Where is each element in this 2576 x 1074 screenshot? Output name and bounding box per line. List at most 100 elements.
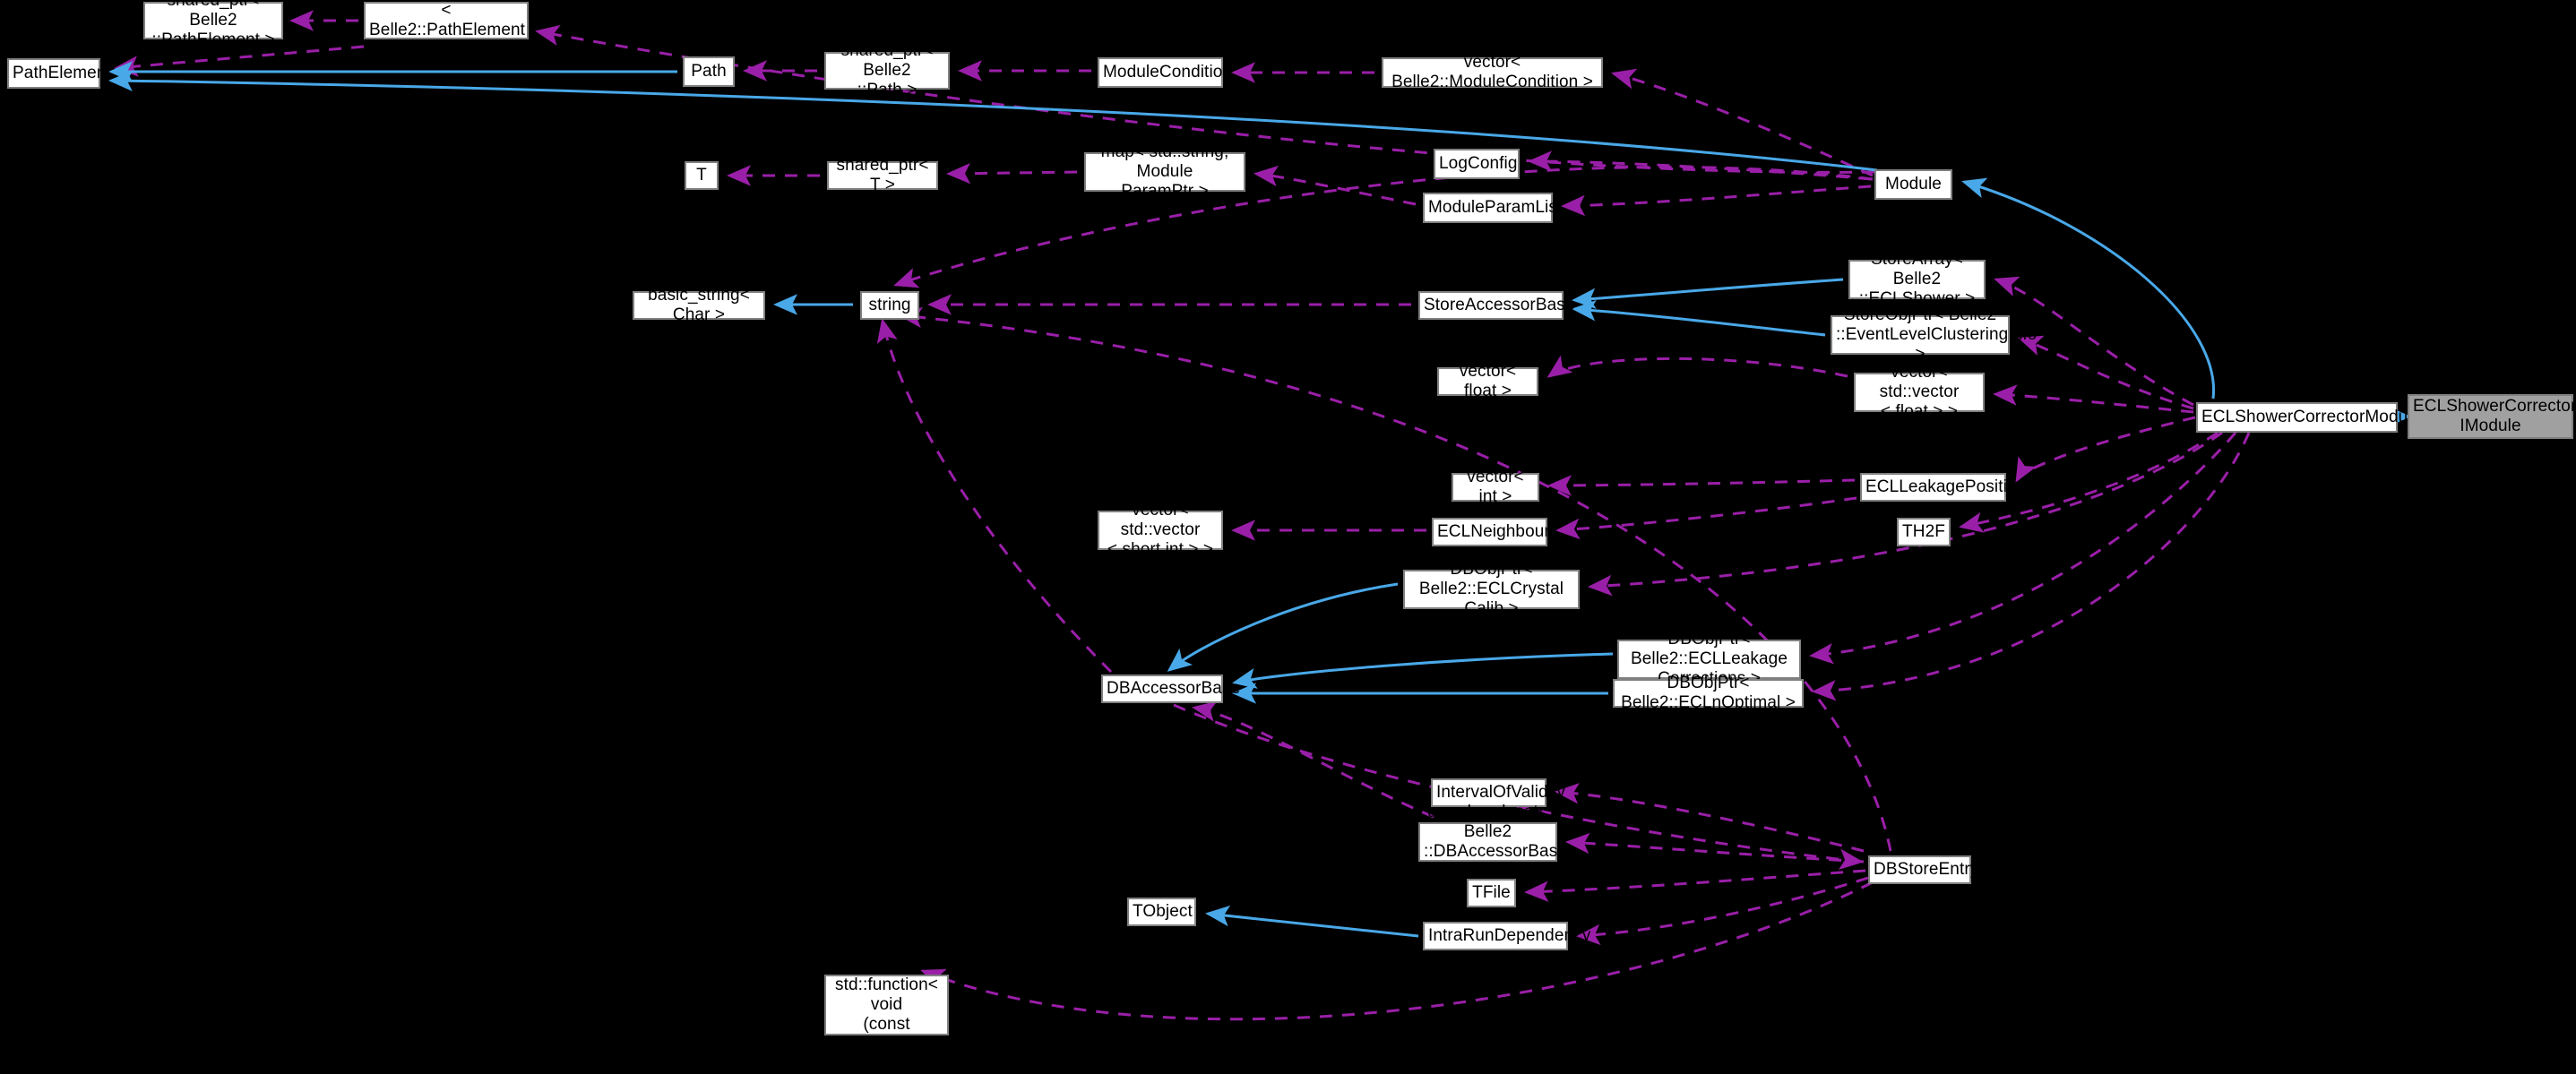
node-label: DBStoreEntry <box>1874 859 1979 879</box>
edge-unordered-to-dbaccessorbase <box>1192 700 1434 819</box>
node-map_string_module[interactable]: map< std::string, Module ParamPtr > <box>1084 142 1245 201</box>
node-storeobjptr_elci[interactable]: StoreObjPtr< Belle2 ::EventLevelClusteri… <box>1831 305 2037 364</box>
edge-dbleakage-to-dba <box>1232 652 1614 689</box>
node-label: StoreObjPtr< Belle2 ::EventLevelClusteri… <box>1836 305 2038 365</box>
node-dbobjptr_lnoptimal[interactable]: DBObjPtr< Belle2::ECLnOptimal > <box>1613 674 1804 712</box>
edge-ecl-to-dbleakage <box>1809 432 2237 665</box>
node-vec_vec_shortint[interactable]: vector< std::vector < short int > > <box>1098 501 1223 559</box>
edge-ecl-to-eclleak <box>2015 416 2196 483</box>
node-eclleakageposition[interactable]: ECLLeakagePosition <box>1860 473 2027 502</box>
edge-ecl-to-vecvecfloat <box>1993 384 2194 414</box>
edge-dbstoreentry-to-unordered <box>1565 832 1865 863</box>
edge-module-to-vecmc <box>1611 68 1874 177</box>
node-unordered_set_dba[interactable]: unordered_set< Belle2 ::DBAccessorBase *… <box>1418 803 1567 881</box>
node-label: vector< float > <box>1459 361 1517 400</box>
node-label: map< std::string, Module ParamPtr > <box>1100 142 1229 202</box>
node-label: StoreAccessorBase <box>1424 295 1575 314</box>
node-label: IntervalOfValidity <box>1436 782 1566 802</box>
node-shared_ptr_pe[interactable]: shared_ptr< Belle2 ::PathElement > <box>143 0 283 49</box>
edge-dbstoreentry-to-intrarun <box>1576 876 1869 946</box>
node-list_shared_ptr_pe[interactable]: list< std::shared_ptr < Belle2::PathElem… <box>364 1 529 59</box>
node-label: unordered_set< Belle2 ::DBAccessorBase *… <box>1424 802 1567 881</box>
node-label: DBAccessorBase <box>1107 678 1241 698</box>
node-label: TObject <box>1133 901 1193 921</box>
node-label: list< std::shared_ptr < Belle2::PathElem… <box>369 0 526 60</box>
node-storeaccessorbase[interactable]: StoreAccessorBase <box>1418 291 1575 320</box>
edge-intrarun-to-tobject <box>1205 905 1419 938</box>
node-label: IntraRunDependency <box>1428 925 1591 945</box>
edge-shared_ptr_pe-to-pathelement <box>114 45 365 77</box>
node-pathelement[interactable]: PathElement <box>7 58 111 89</box>
edge-vecvecfloat-to-vectorfloat <box>1546 355 1848 378</box>
node-label: TFile <box>1472 882 1511 902</box>
node-logconfig[interactable]: LogConfig <box>1434 149 1520 179</box>
node-module[interactable]: Module <box>1874 169 1952 200</box>
node-label: vector< std::pair< std::function< void (… <box>835 935 938 1074</box>
node-dbaccessorbase[interactable]: DBAccessorBase <box>1101 674 1241 703</box>
node-modulecondition[interactable]: ModuleCondition <box>1098 57 1233 88</box>
node-label: shared_ptr< Belle2 ::PathElement > <box>151 0 275 50</box>
node-label: DBObjPtr< Belle2::ECLCrystal Calib > <box>1418 559 1564 619</box>
node-label: ModuleParamList <box>1428 197 1563 217</box>
node-intervalofvalidity[interactable]: IntervalOfValidity <box>1431 778 1566 807</box>
node-label: ECLNeighbours <box>1437 521 1559 541</box>
node-tfile[interactable]: TFile <box>1467 879 1516 907</box>
node-shared_ptr_t[interactable]: shared_ptr< T > <box>827 156 938 194</box>
node-label: shared_ptr< T > <box>836 155 929 194</box>
inheritance-edges <box>108 61 2411 938</box>
node-label: ECLLeakagePosition <box>1865 477 2027 496</box>
edge-dbcrystal-to-dba <box>1167 582 1399 672</box>
node-tobject[interactable]: TObject <box>1127 898 1196 926</box>
edge-eclleak-to-eclneighbours <box>1555 496 1857 540</box>
node-dbstoreentry[interactable]: DBStoreEntry <box>1868 855 1979 884</box>
node-path[interactable]: Path <box>683 56 735 87</box>
node-vec_modulecond[interactable]: vector< Belle2::ModuleCondition > <box>1382 53 1603 91</box>
node-label: PathElement <box>13 63 111 82</box>
node-label: T <box>696 165 707 185</box>
node-eclshowercorrector[interactable]: ECLShowerCorrectorModule <box>2196 402 2421 433</box>
node-label: ModuleCondition <box>1103 62 1233 82</box>
edge-eclleak-to-vectorint <box>1547 475 1856 496</box>
edge-ecl-to-module-inherit <box>1961 177 2215 400</box>
node-storearray_shower[interactable]: StoreArray< Belle2 ::ECLShower > <box>1848 250 1986 308</box>
node-vector_int[interactable]: vector< int > <box>1452 468 1539 506</box>
node-moduleparamlist[interactable]: ModuleParamList <box>1423 193 1563 223</box>
node-vector_float[interactable]: vector< float > <box>1437 362 1538 400</box>
node-eclneighbours[interactable]: ECLNeighbours <box>1432 518 1559 546</box>
edge-dbstoreentry-to-vecpair <box>920 881 1874 1021</box>
node-label: string <box>868 295 911 314</box>
node-string[interactable]: string <box>860 291 919 320</box>
node-label: Module <box>1885 174 1942 193</box>
node-label: vector< std::vector < float > > <box>1879 362 1960 422</box>
node-basic_string_char[interactable]: basic_string< Char > <box>633 286 765 324</box>
node-vec_vec_float[interactable]: vector< std::vector < float > > <box>1854 363 1985 421</box>
node-th2f[interactable]: TH2F <box>1897 518 1951 546</box>
edge-module-to-list <box>535 24 1875 174</box>
node-label: LogConfig <box>1439 153 1518 173</box>
node-label: basic_string< Char > <box>648 285 750 324</box>
edge-dbaccessorbase-to-string <box>876 318 1113 674</box>
node-label: Path <box>691 61 727 81</box>
node-shared_ptr_path[interactable]: shared_ptr< Belle2 ::Path > <box>824 41 950 99</box>
node-label: ECLShowerCorrectorPureCs IModule <box>2413 396 2576 435</box>
edge-ecl-to-storeobjptr <box>2018 335 2194 410</box>
edge-module-to-pathelement-inherit <box>108 70 1878 172</box>
edge-module-to-string <box>893 166 1874 288</box>
node-dbobjptr_crystal[interactable]: DBObjPtr< Belle2::ECLCrystal Calib > <box>1403 560 1580 618</box>
node-eclshowerpurecsi[interactable]: ECLShowerCorrectorPureCs IModule <box>2408 394 2576 439</box>
node-t[interactable]: T <box>685 161 719 190</box>
node-label: vector< std::vector < short int > > <box>1107 500 1214 560</box>
node-vec_pair_function[interactable]: vector< std::pair< std::function< void (… <box>824 936 949 1073</box>
edge-dbstoreentry-to-string <box>898 306 1892 852</box>
edge-ecl-to-th2f <box>1959 431 2218 533</box>
node-intrarundependency[interactable]: IntraRunDependency <box>1423 922 1591 950</box>
node-label: vector< Belle2::ModuleCondition > <box>1391 52 1593 91</box>
node-label: StoreArray< Belle2 ::ECLShower > <box>1858 249 1976 309</box>
node-label: vector< int > <box>1467 467 1524 506</box>
edge-storearray-to-sab <box>1572 278 1844 310</box>
edge-ecl-to-storearray <box>1994 276 2194 407</box>
edge-dbstoreentry-to-tfile <box>1524 869 1866 902</box>
node-label: TH2F <box>1902 521 1945 541</box>
